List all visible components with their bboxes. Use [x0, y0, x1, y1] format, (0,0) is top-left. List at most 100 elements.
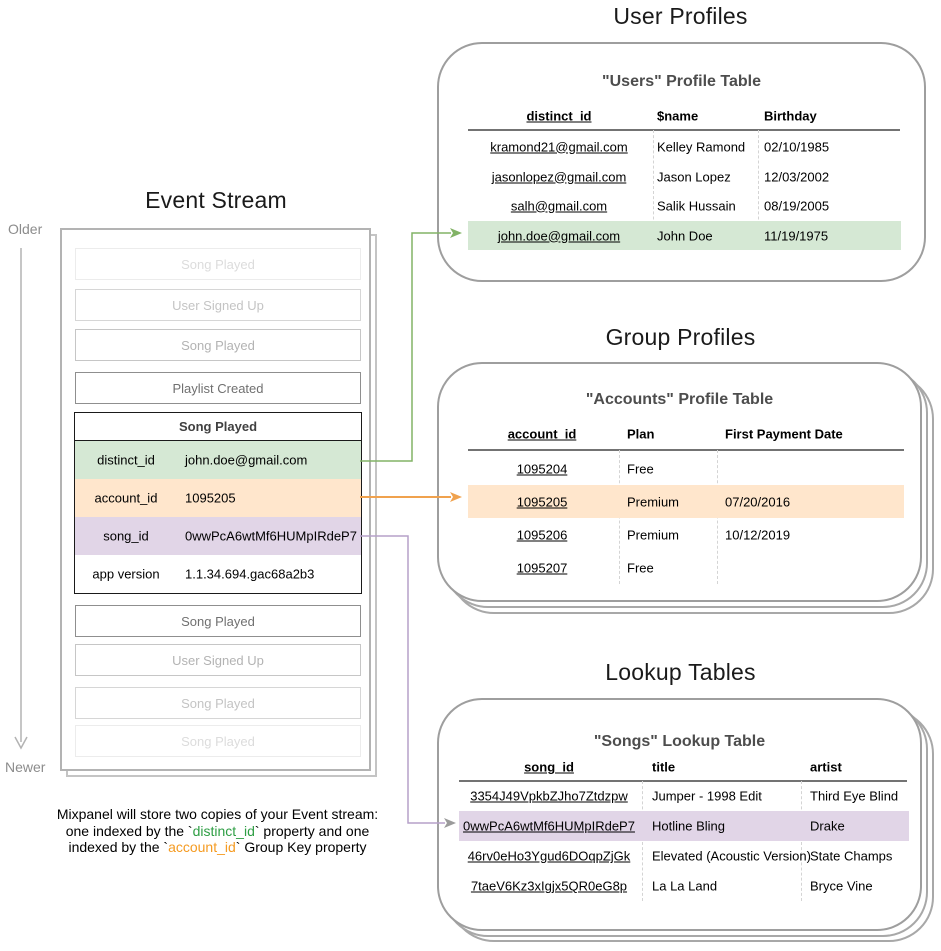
- artist-cell: State Champs: [810, 848, 893, 864]
- table-row-highlighted: john.doe@gmail.com John Doe 11/19/1975: [468, 221, 901, 250]
- property-value: john.doe@gmail.com: [185, 452, 308, 468]
- event-property-app-version: app version 1.1.34.694.gac68a2b3: [75, 555, 361, 593]
- songs-table-header: song_id title artist: [459, 754, 909, 780]
- column-header: $name: [657, 108, 699, 124]
- distinct-id-cell: jasonlopez@gmail.com: [491, 169, 627, 184]
- song-id-cell: 46rv0eHo3Ygud6DOqpZjGk: [467, 848, 631, 864]
- header-divider: [468, 129, 900, 131]
- caption-account-id-token: account_id: [168, 839, 236, 855]
- distinct-id-cell: john.doe@gmail.com: [497, 228, 621, 243]
- event-card-title: Song Played: [75, 413, 361, 441]
- event-box: Song Played: [75, 725, 361, 757]
- lookup-tables-title: Lookup Tables: [605, 659, 756, 685]
- users-card-title: "Users" Profile Table: [602, 73, 761, 90]
- plan-cell: Free: [627, 461, 654, 476]
- property-value: 1095205: [185, 490, 236, 506]
- table-row: 3354J49VpkbZJho7Ztdzpw Jumper - 1998 Edi…: [459, 781, 909, 811]
- column-header: distinct_id: [526, 108, 592, 124]
- title-cell: Jumper - 1998 Edit: [652, 788, 762, 804]
- column-header: artist: [810, 759, 842, 775]
- plan-cell: Premium: [627, 527, 680, 542]
- table-row: kramond21@gmail.com Kelley Ramond 02/10/…: [468, 132, 901, 161]
- song-id-cell: 7taeV6Kz3xIgjx5QR0eG8p: [470, 878, 628, 894]
- column-divider: [758, 130, 759, 250]
- column-divider: [642, 781, 643, 901]
- column-header: song_id: [524, 759, 574, 775]
- column-header: title: [652, 759, 676, 775]
- event-stream-container: Song Played User Signed Up Song Played P…: [60, 228, 371, 771]
- column-header: Plan: [627, 426, 655, 442]
- name-cell: Salik Hussain: [657, 198, 736, 213]
- songs-card-title: "Songs" Lookup Table: [593, 733, 766, 750]
- event-stream-title: Event Stream: [145, 187, 287, 213]
- birthday-cell: 12/03/2002: [764, 169, 830, 184]
- event-box-label: Song Played: [181, 613, 255, 629]
- account-id-cell: 1095206: [516, 527, 568, 542]
- title-cell: Hotline Bling: [652, 818, 725, 834]
- event-property-song-id: song_id 0wwPcA6wtMf6HUMpIRdeP7: [75, 517, 361, 555]
- accounts-profile-card: "Accounts" Profile Table account_id Plan…: [437, 362, 922, 602]
- event-box: User Signed Up: [75, 644, 361, 676]
- account-id-cell: 1095207: [516, 560, 568, 575]
- event-box: Song Played: [75, 605, 361, 637]
- birthday-cell: 08/19/2005: [764, 198, 830, 213]
- property-key: account_id: [94, 490, 158, 506]
- birthday-cell: 02/10/1985: [764, 139, 830, 154]
- caption-distinct-id-token: distinct_id: [192, 822, 255, 839]
- older-label: Older: [8, 221, 43, 237]
- users-profile-card: "Users" Profile Table distinct_id $name …: [437, 42, 926, 282]
- column-divider: [653, 130, 654, 250]
- first-payment-cell: 07/20/2016: [725, 494, 791, 509]
- property-key: song_id: [103, 528, 149, 544]
- column-header: account_id: [507, 426, 577, 442]
- song-id-cell: 0wwPcA6wtMf6HUMpIRdeP7: [463, 818, 635, 834]
- caption-line2-pre: one indexed by the `: [65, 822, 193, 839]
- birthday-cell: 11/19/1975: [764, 228, 829, 243]
- table-row: 7taeV6Kz3xIgjx5QR0eG8p La La Land Bryce …: [459, 871, 909, 901]
- group-profiles-title: Group Profiles: [605, 324, 756, 350]
- focused-event-card: Song Played distinct_id john.doe@gmail.c…: [74, 412, 362, 594]
- event-property-account-id: account_id 1095205: [75, 479, 361, 517]
- caption-line2-post: ` property and one: [254, 822, 370, 839]
- table-row-highlighted: 0wwPcA6wtMf6HUMpIRdeP7 Hotline Bling Dra…: [459, 811, 909, 841]
- property-key: app version: [92, 566, 160, 582]
- account-id-cell: 1095204: [516, 461, 568, 476]
- accounts-table-header: account_id Plan First Payment Date: [468, 421, 904, 447]
- table-row: 1095206 Premium 10/12/2019: [468, 518, 904, 551]
- table-row: 46rv0eHo3Ygud6DOqpZjGk Elevated (Acousti…: [459, 841, 909, 871]
- caption: Mixpanel will store two copies of your E…: [35, 806, 400, 856]
- table-row: jasonlopez@gmail.com Jason Lopez 12/03/2…: [468, 162, 901, 191]
- distinct-id-cell: kramond21@gmail.com: [490, 139, 628, 154]
- name-cell: Kelley Ramond: [657, 139, 746, 154]
- distinct-id-cell: salh@gmail.com: [510, 198, 608, 213]
- accounts-card-title: "Accounts" Profile Table: [585, 391, 774, 408]
- caption-line3-post: ` Group Key property: [235, 839, 367, 855]
- first-payment-cell: 10/12/2019: [725, 527, 791, 542]
- table-row-highlighted: 1095205 Premium 07/20/2016: [468, 485, 904, 518]
- event-box-label: Song Played: [181, 256, 255, 272]
- header-divider: [459, 780, 907, 782]
- event-box: Playlist Created: [75, 372, 361, 404]
- artist-cell: Third Eye Blind: [810, 788, 899, 804]
- table-row: 1095207 Free: [468, 551, 904, 584]
- property-value: 0wwPcA6wtMf6HUMpIRdeP7: [185, 528, 357, 544]
- event-box-label: Song Played: [181, 733, 255, 749]
- songs-lookup-card: "Songs" Lookup Table song_id title artis…: [437, 698, 922, 931]
- table-row: salh@gmail.com Salik Hussain 08/19/2005: [468, 191, 901, 220]
- table-row: 1095204 Free: [468, 452, 904, 485]
- column-divider: [801, 781, 802, 901]
- account-id-cell: 1095205: [516, 494, 568, 509]
- event-box-label: Playlist Created: [172, 380, 264, 396]
- property-value: 1.1.34.694.gac68a2b3: [185, 566, 315, 582]
- plan-cell: Free: [627, 560, 654, 575]
- header-divider: [468, 449, 904, 451]
- caption-line3-pre: indexed by the `: [68, 839, 169, 855]
- property-key: distinct_id: [97, 452, 155, 468]
- title-cell: La La Land: [652, 878, 718, 894]
- song-id-cell: 3354J49VpkbZJho7Ztdzpw: [470, 788, 628, 804]
- column-header: Birthday: [764, 108, 817, 124]
- event-property-distinct-id: distinct_id john.doe@gmail.com: [75, 441, 361, 479]
- event-box: Song Played: [75, 329, 361, 361]
- event-box: Song Played: [75, 248, 361, 280]
